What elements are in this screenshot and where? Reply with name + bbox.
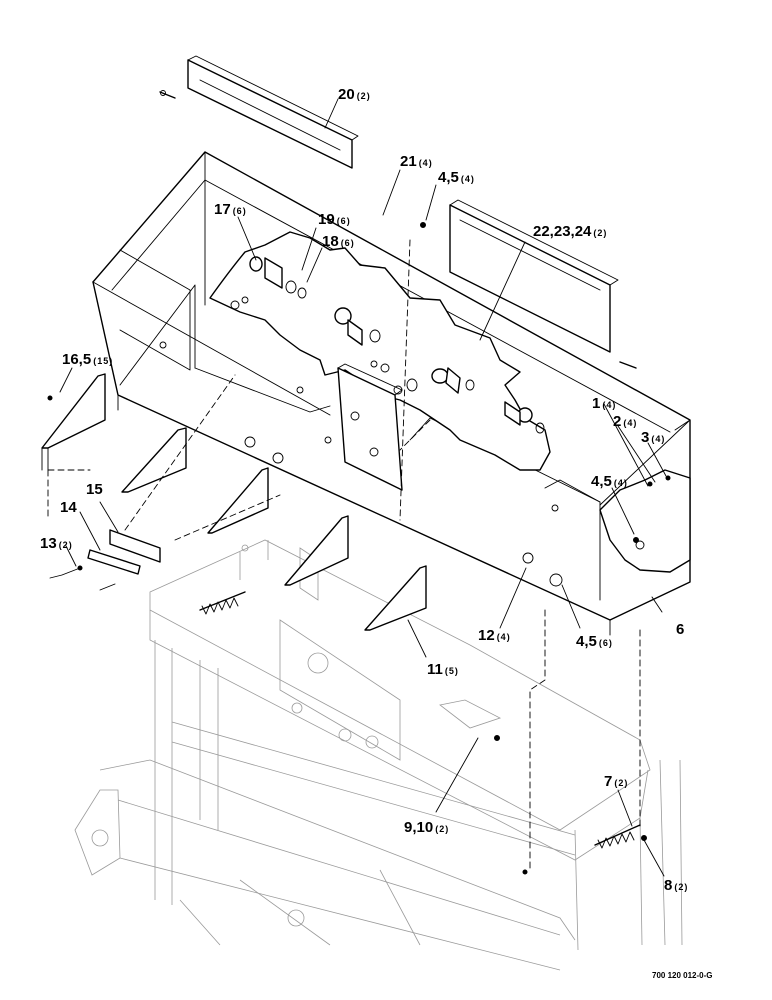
leader-lines (59, 98, 667, 877)
callout-14: 14 (60, 499, 77, 516)
center-lines (47, 239, 641, 871)
callout-2: 2(4) (613, 413, 637, 430)
hardware (47, 222, 671, 875)
callout-4-5-a: 4,5(4) (438, 169, 475, 186)
callout-20: 20(2) (338, 86, 371, 103)
callout-21: 21(4) (400, 153, 433, 170)
callout-13: 13(2) (40, 535, 73, 552)
callout-7: 7(2) (604, 773, 628, 790)
callout-3: 3(4) (641, 429, 665, 446)
callout-11: 11(5) (427, 661, 459, 678)
callout-6: 6 (676, 621, 684, 638)
callout-1: 1(4) (592, 395, 616, 412)
callout-9-10: 9,10(2) (404, 819, 449, 836)
frame-phantom (74, 539, 683, 971)
roller-assemblies (230, 256, 545, 434)
callout-18: 18(6) (322, 233, 355, 250)
springs (199, 591, 641, 849)
callout-12: 12(4) (478, 627, 511, 644)
callout-19: 19(6) (318, 211, 351, 228)
callout-4-5-b: 4,5(4) (591, 473, 628, 490)
main-box-6 (92, 151, 691, 636)
cover-plate-rear (449, 199, 637, 369)
small-parts-13-14-15 (49, 529, 161, 591)
callout-22-23-24: 22,23,24(2) (533, 223, 607, 240)
figure-reference-number: 700 120 012-0-G (652, 971, 713, 980)
callout-8: 8(2) (664, 877, 688, 894)
callout-17: 17(6) (214, 201, 247, 218)
callout-labels: 20(2) 21(4) 4,5(4) 17(6) 19(6) 18(6) 22,… (40, 86, 688, 894)
cover-plate-20 (159, 55, 359, 169)
callout-16-5: 16,5(15) (62, 351, 113, 368)
shield-panels-11 (121, 427, 427, 631)
callout-4-5-c: 4,5(6) (576, 633, 613, 650)
bracket-16 (41, 373, 106, 471)
center-divider (324, 363, 403, 491)
callout-15: 15 (86, 481, 103, 498)
